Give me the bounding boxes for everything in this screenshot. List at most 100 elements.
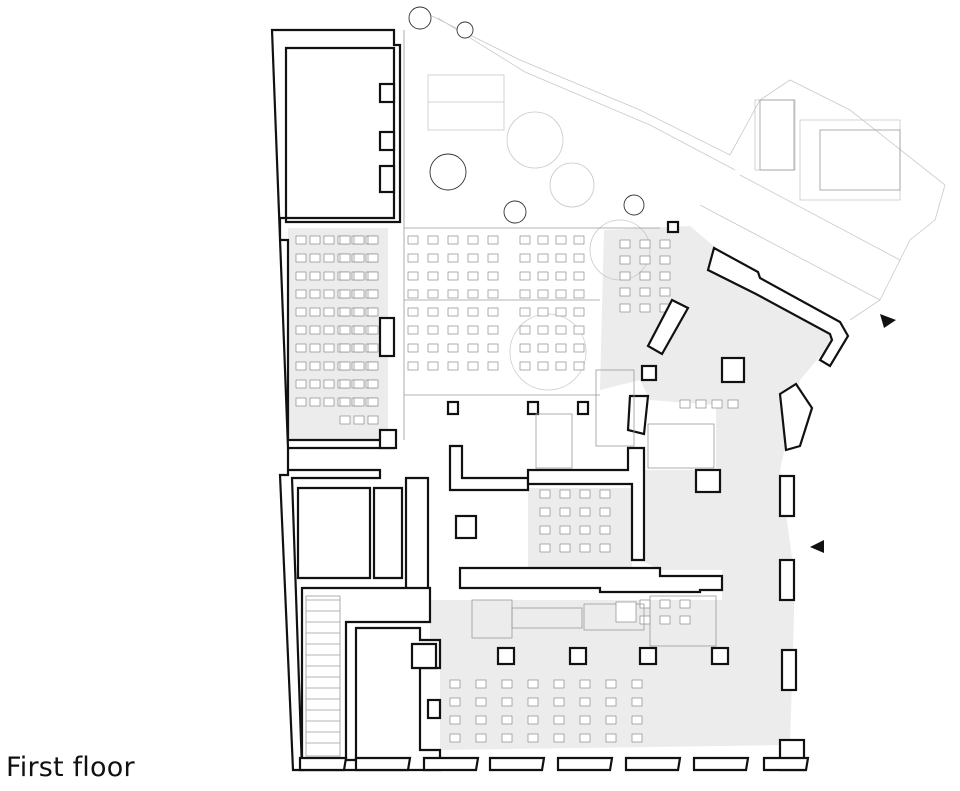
table [323,361,335,371]
table [353,397,365,407]
table [353,235,365,245]
table [631,733,643,743]
table [527,697,539,707]
table [407,343,419,353]
table [679,615,691,625]
table [659,239,671,249]
table [407,289,419,299]
table [467,253,479,263]
table [487,289,499,299]
table [501,733,513,743]
table [475,697,487,707]
table [309,307,321,317]
table [467,325,479,335]
table [353,361,365,371]
table [339,361,351,371]
table [323,397,335,407]
table [711,399,723,409]
table [519,307,531,317]
table [555,325,567,335]
table [427,235,439,245]
table [573,271,585,281]
walls [270,28,850,772]
table [309,361,321,371]
table [447,271,459,281]
table [539,489,551,499]
table [339,379,351,389]
table [367,325,379,335]
table [527,679,539,689]
table [447,325,459,335]
table [475,733,487,743]
table [407,361,419,371]
table [537,235,549,245]
table [619,271,631,281]
table [295,325,307,335]
table [367,307,379,317]
table [639,255,651,265]
table [659,255,671,265]
table [367,253,379,263]
table [553,733,565,743]
table [323,235,335,245]
table [295,253,307,263]
table [619,239,631,249]
table [639,615,651,625]
table [323,289,335,299]
table [427,343,439,353]
table [631,697,643,707]
table [467,343,479,353]
table [619,255,631,265]
table [339,343,351,353]
floor-label: First floor [6,752,135,783]
table [555,343,567,353]
table [353,415,365,425]
table [579,715,591,725]
table [537,343,549,353]
table [367,379,379,389]
table [309,343,321,353]
table [295,235,307,245]
table [659,287,671,297]
table [537,253,549,263]
table [679,399,691,409]
table [539,507,551,517]
table [537,325,549,335]
table [605,733,617,743]
table [501,715,513,725]
table [519,361,531,371]
stairs [305,99,901,757]
entrance-arrow-upper [880,314,896,328]
table [295,271,307,281]
table [339,397,351,407]
table [339,271,351,281]
table [295,289,307,299]
table [447,289,459,299]
table [599,507,611,517]
table [323,307,335,317]
table [487,325,499,335]
furniture-tables [295,235,739,743]
table [487,271,499,281]
table [579,489,591,499]
table [475,679,487,689]
table [573,235,585,245]
table [573,361,585,371]
table [353,343,365,353]
table [605,697,617,707]
table [727,399,739,409]
table [619,287,631,297]
table [427,271,439,281]
table [339,235,351,245]
table [695,399,707,409]
table [659,615,671,625]
table [573,253,585,263]
table [309,253,321,263]
table [537,307,549,317]
table [573,289,585,299]
table [339,415,351,425]
table [353,289,365,299]
table [555,253,567,263]
table [407,325,419,335]
table [559,525,571,535]
